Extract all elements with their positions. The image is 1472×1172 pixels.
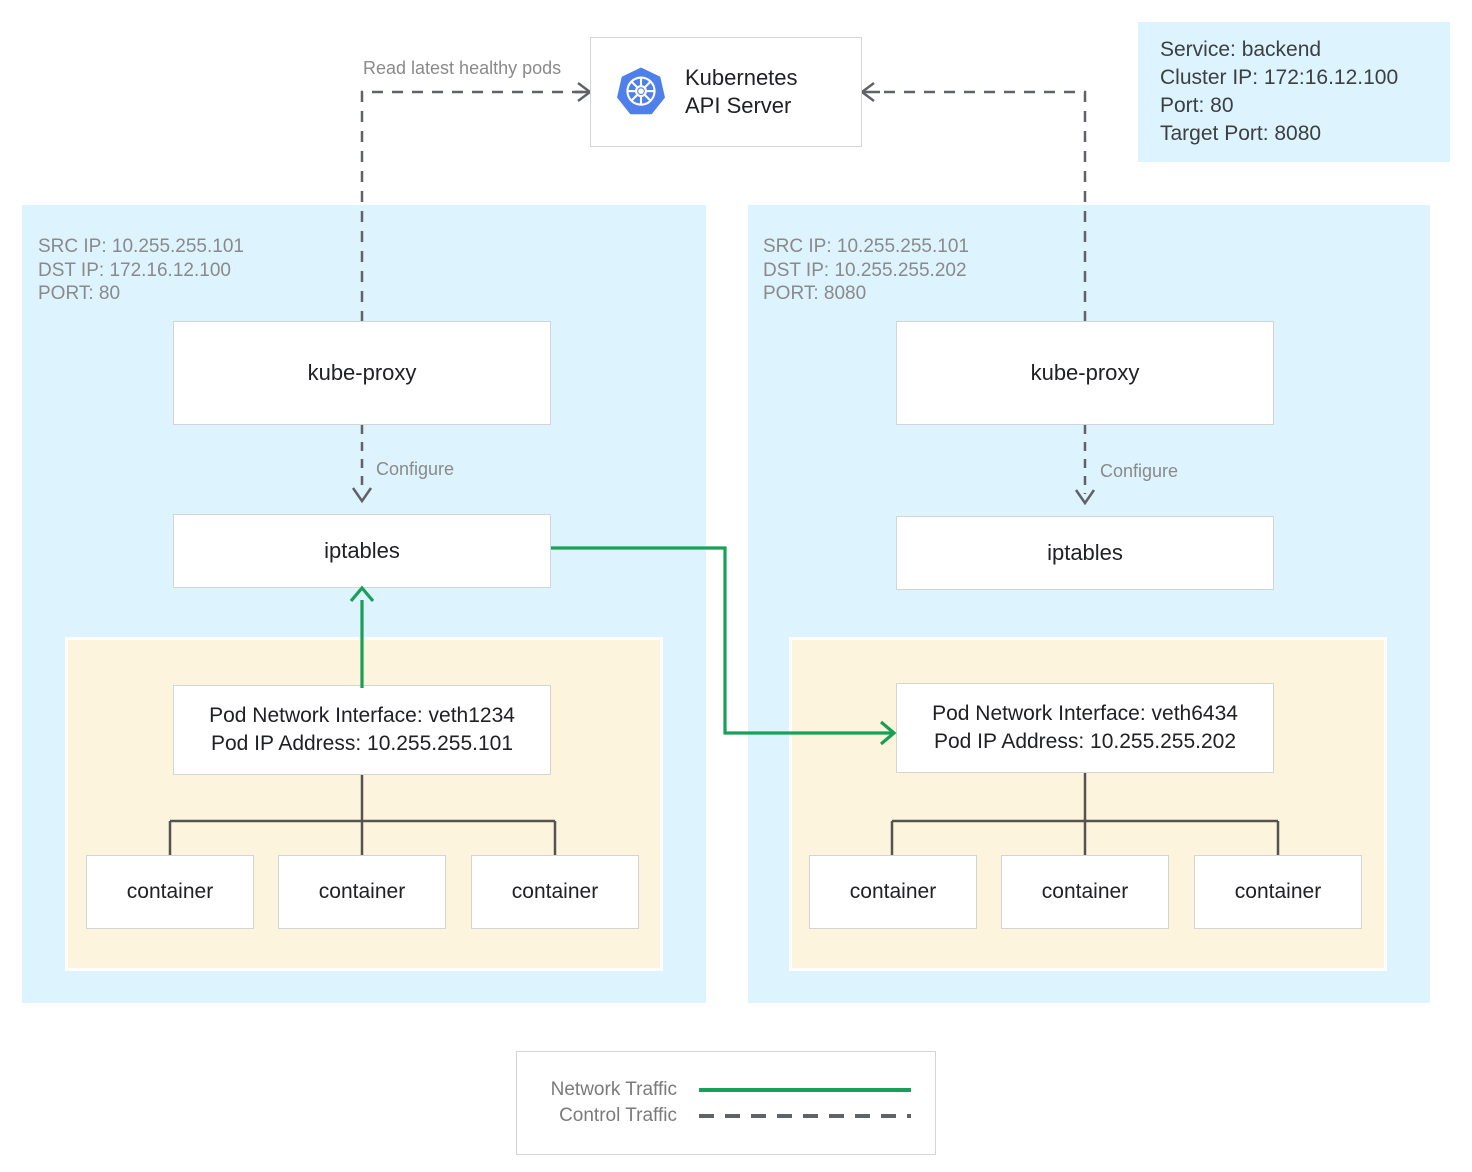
container-box-right-2[interactable]: container [1001, 855, 1169, 929]
kubernetes-api-server-box[interactable]: Kubernetes API Server [590, 37, 862, 147]
legend-swatch-network-traffic [699, 1088, 911, 1092]
kube-proxy-box-right[interactable]: kube-proxy [896, 321, 1274, 425]
pod-interface-box-right[interactable]: Pod Network Interface: veth6434 Pod IP A… [896, 683, 1274, 773]
legend-swatch-control-traffic [699, 1114, 911, 1118]
node-right-meta: SRC IP: 10.255.255.101 DST IP: 10.255.25… [763, 236, 969, 304]
kubernetes-logo-icon [617, 67, 665, 115]
iptables-box-right[interactable]: iptables [896, 516, 1274, 590]
pod-interface-line-right: Pod Network Interface: veth6434 [932, 702, 1238, 725]
legend-label-network-traffic: Network Traffic [550, 1079, 677, 1100]
container-box-right-3[interactable]: container [1194, 855, 1362, 929]
iptables-box-left[interactable]: iptables [173, 514, 551, 588]
configure-edge-label-right: Configure [1100, 461, 1179, 481]
configure-edge-label-left: Configure [376, 459, 455, 479]
pod-interface-line-left: Pod Network Interface: veth1234 [209, 704, 515, 727]
legend-label-control-traffic: Control Traffic [559, 1105, 677, 1126]
pod-ip-line-left: Pod IP Address: 10.255.255.101 [210, 732, 514, 755]
legend-box: Network Traffic Control Traffic [516, 1051, 936, 1155]
node-left-meta: SRC IP: 10.255.255.101 DST IP: 172.16.12… [38, 236, 244, 304]
container-box-left-2[interactable]: container [278, 855, 446, 929]
api-server-label: Kubernetes API Server [685, 65, 798, 118]
pod-ip-line-right: Pod IP Address: 10.255.255.202 [933, 730, 1237, 753]
pod-interface-box-left[interactable]: Pod Network Interface: veth1234 Pod IP A… [173, 685, 551, 775]
service-info-box: Service: backend Cluster IP: 172:16.12.1… [1138, 22, 1450, 162]
legend-item-control-traffic: Control Traffic [541, 1105, 911, 1127]
kube-proxy-box-left[interactable]: kube-proxy [173, 321, 551, 425]
container-box-right-1[interactable]: container [809, 855, 977, 929]
control-edge-right-arrowhead [859, 82, 875, 102]
container-box-left-1[interactable]: container [86, 855, 254, 929]
control-edge-left-arrowhead [577, 82, 593, 102]
read-pods-edge-label: Read latest healthy pods [363, 58, 562, 78]
container-box-left-3[interactable]: container [471, 855, 639, 929]
legend-item-network-traffic: Network Traffic [541, 1079, 911, 1101]
